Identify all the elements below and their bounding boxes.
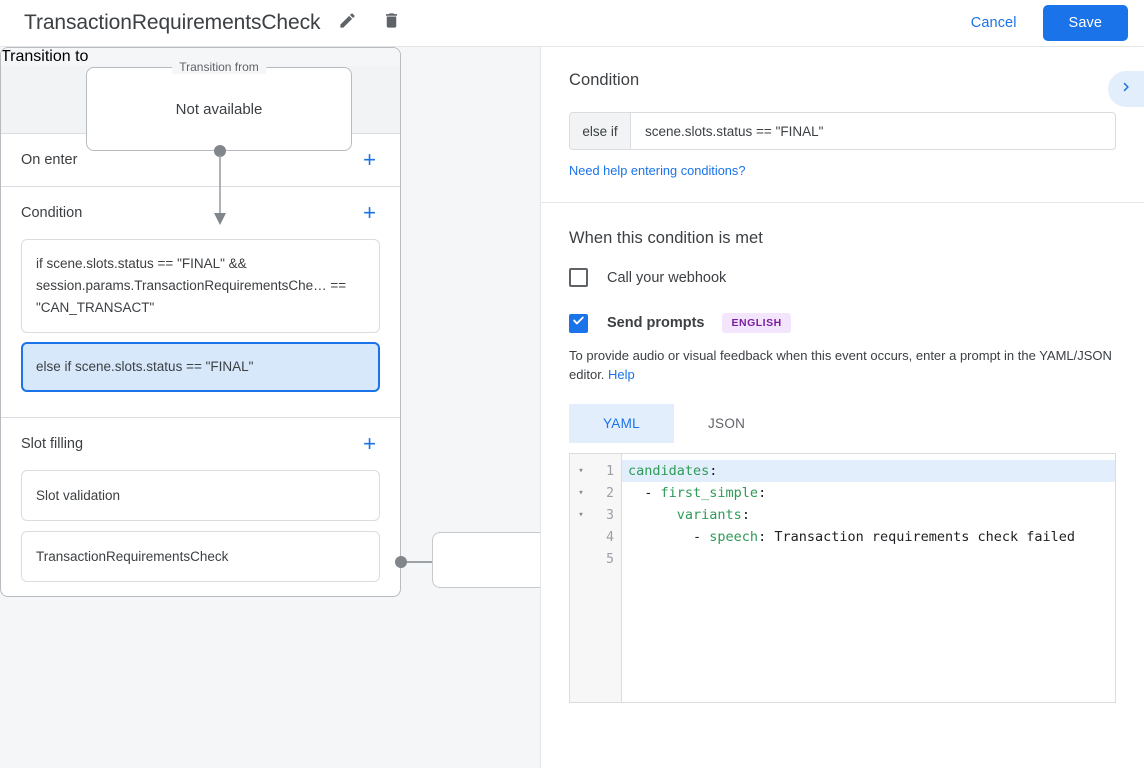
language-badge: ENGLISH: [722, 313, 791, 333]
scene-graph-canvas[interactable]: Transition from Not available Transition…: [0, 47, 540, 768]
section-on-enter-header: On enter +: [21, 134, 380, 186]
condition-prefix-label: else if: [570, 113, 631, 149]
section-slot-filling: Slot filling + Slot validation Transacti…: [1, 418, 400, 596]
send-prompts-help-link[interactable]: Help: [608, 367, 635, 382]
editor-code-line[interactable]: - first_simple:: [622, 482, 1115, 504]
editor-gutter-line: ▾2: [570, 482, 621, 504]
editor-code-line[interactable]: variants:: [622, 504, 1115, 526]
editor-yaml-key: first_simple: [660, 485, 759, 501]
send-prompts-checkbox[interactable]: [569, 313, 588, 333]
expand-panel-button[interactable]: [1108, 71, 1144, 107]
transition-from-value: Not available: [175, 100, 263, 118]
edit-name-button[interactable]: [330, 6, 364, 40]
editor-code-area[interactable]: candidates: - first_simple: variants: - …: [622, 454, 1115, 702]
editor-line-number: 2: [606, 485, 614, 501]
transition-to-legend: Transition to: [1, 48, 400, 66]
delete-button[interactable]: [374, 6, 408, 40]
add-condition-button[interactable]: +: [363, 200, 376, 225]
panel-condition-heading: Condition: [569, 71, 640, 89]
editor-line-number: 3: [606, 507, 614, 523]
tab-yaml[interactable]: YAML: [569, 404, 674, 443]
editor-code-line[interactable]: - speech: Transaction requirements check…: [622, 526, 1115, 548]
panel-when-met-section: When this condition is met Call your web…: [541, 203, 1144, 725]
save-button[interactable]: Save: [1042, 5, 1128, 41]
call-webhook-checkbox[interactable]: [569, 268, 588, 287]
send-prompts-hint: To provide audio or visual feedback when…: [569, 346, 1116, 384]
add-on-enter-button[interactable]: +: [363, 147, 376, 172]
section-on-enter: On enter +: [1, 134, 400, 187]
trash-icon: [382, 11, 401, 35]
details-panel: Condition else if Need help entering con…: [540, 47, 1144, 768]
editor-gutter-line: 5: [570, 548, 621, 570]
section-condition-header: Condition +: [21, 187, 380, 239]
send-prompts-option-row[interactable]: Send prompts ENGLISH: [569, 313, 1116, 333]
section-slot-filling-header: Slot filling +: [21, 418, 380, 470]
fold-triangle-icon[interactable]: ▾: [578, 510, 584, 520]
editor-yaml-key: candidates: [628, 463, 710, 479]
editor-yaml-value: :: [709, 463, 718, 479]
pencil-icon: [338, 11, 357, 35]
editor-code-line[interactable]: candidates:: [622, 460, 1115, 482]
condition-expression-input[interactable]: [631, 113, 1115, 149]
editor-code-line[interactable]: [622, 548, 1115, 570]
editor-gutter-line: ▾1: [570, 460, 621, 482]
slot-filling-item[interactable]: TransactionRequirementsCheck: [21, 531, 380, 582]
editor-line-number: 1: [606, 463, 614, 479]
fold-triangle-icon[interactable]: ▾: [578, 466, 584, 476]
fold-triangle-icon[interactable]: ▾: [578, 488, 584, 498]
editor-yaml-value: :: [758, 485, 767, 501]
editor-yaml-key: speech: [709, 529, 759, 545]
when-met-heading: When this condition is met: [569, 229, 763, 247]
webhook-option-row[interactable]: Call your webhook: [569, 268, 1116, 287]
section-condition: Condition + if scene.slots.status == "FI…: [1, 187, 400, 418]
editor-indent: [628, 507, 677, 523]
send-prompts-label: Send prompts: [607, 315, 705, 331]
transition-from-legend: Transition from: [172, 60, 266, 74]
condition-help-link[interactable]: Need help entering conditions?: [569, 163, 746, 178]
editor-indent: -: [628, 529, 710, 545]
panel-condition-section: Condition else if Need help entering con…: [541, 47, 1144, 203]
tab-json[interactable]: JSON: [707, 416, 746, 431]
editor-yaml-key: variants: [676, 507, 742, 523]
editor-line-number: 4: [606, 529, 614, 545]
editor-gutter-line: 4: [570, 526, 621, 548]
checkmark-icon: [572, 314, 585, 332]
section-condition-title: Condition: [21, 205, 83, 221]
editor-yaml-value: : Transaction requirements check failed: [758, 529, 1076, 545]
chevron-right-icon: [1117, 78, 1135, 101]
transition-from-card[interactable]: Transition from Not available: [86, 60, 352, 151]
section-on-enter-title: On enter: [21, 152, 78, 168]
condition-item[interactable]: if scene.slots.status == "FINAL" && sess…: [21, 239, 380, 333]
condition-item-selected[interactable]: else if scene.slots.status == "FINAL": [21, 342, 380, 392]
cancel-button[interactable]: Cancel: [957, 6, 1031, 40]
page-title: TransactionRequirementsCheck: [24, 11, 321, 34]
condition-input-row[interactable]: else if: [569, 112, 1116, 150]
editor-format-tabs: YAML JSON: [569, 404, 1116, 443]
send-prompts-hint-text: To provide audio or visual feedback when…: [569, 348, 1112, 382]
downstream-node-card[interactable]: [432, 532, 540, 588]
editor-gutter-line: ▾3: [570, 504, 621, 526]
slot-filling-item[interactable]: Slot validation: [21, 470, 380, 521]
top-app-bar: TransactionRequirementsCheck Cancel Save: [0, 0, 1144, 47]
add-slot-filling-button[interactable]: +: [363, 431, 376, 456]
editor-yaml-value: :: [741, 507, 750, 523]
section-slot-filling-title: Slot filling: [21, 436, 84, 452]
editor-line-number: 5: [606, 551, 614, 567]
call-webhook-label: Call your webhook: [607, 269, 727, 286]
editor-indent: -: [628, 485, 661, 501]
